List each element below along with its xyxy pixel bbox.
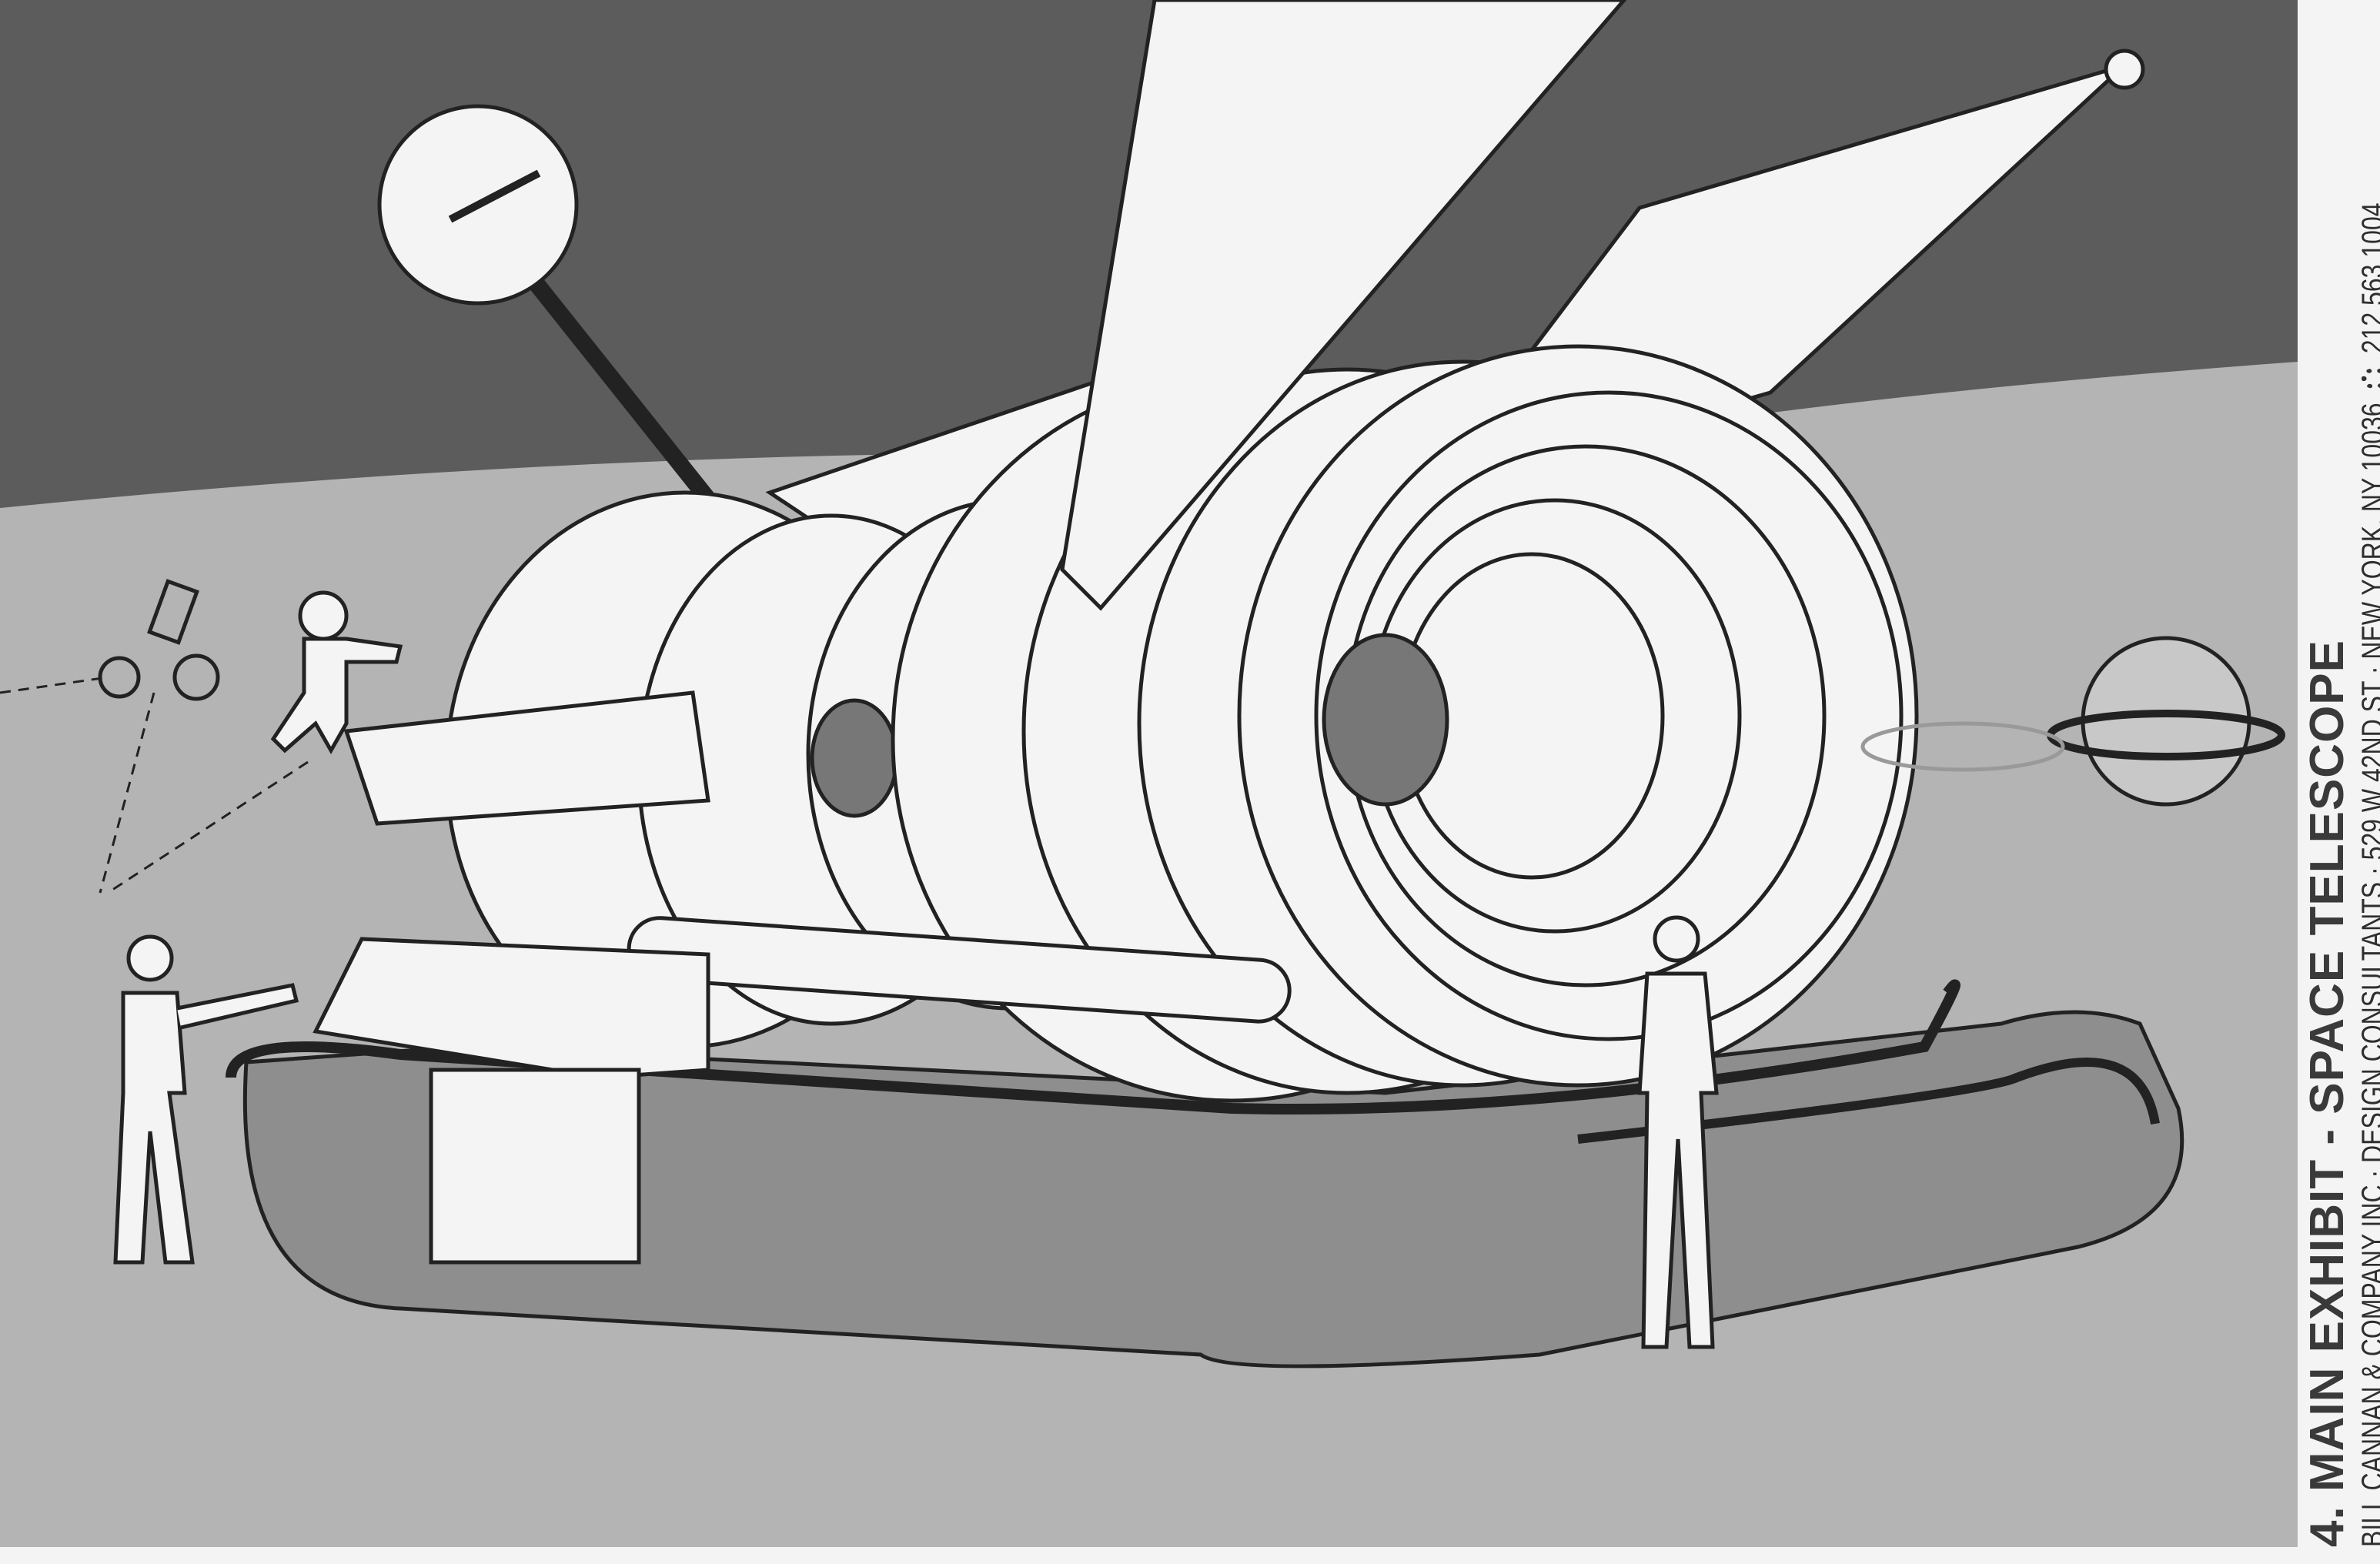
visitor-pointing bbox=[113, 934, 299, 1265]
console-pedestal bbox=[429, 1068, 641, 1265]
tube-rings bbox=[891, 344, 1919, 1103]
visitor-standing bbox=[1637, 915, 1719, 1349]
side-cylinder bbox=[627, 916, 1292, 1024]
space-telescope-drawing bbox=[0, 0, 2298, 1564]
boom-wedge bbox=[1060, 0, 1627, 611]
exhibit-title: 4. MAIN EXHIBIT - SPACE TELESCOPE bbox=[2301, 639, 2354, 1547]
company-address: BILL CANNAN & COMPANY INC · DESIGN CONSU… bbox=[2356, 403, 2380, 1547]
mirror bbox=[810, 698, 899, 818]
company-line: BILL CANNAN & COMPANY INC · DESIGN CONSU… bbox=[2355, 202, 2380, 1547]
panel-hinge bbox=[2104, 48, 2145, 90]
exhibit-caption: 4. MAIN EXHIBIT - SPACE TELESCOPE BILL C… bbox=[2301, 0, 2380, 1547]
planet bbox=[2081, 636, 2251, 807]
satellite-model bbox=[0, 579, 309, 894]
astronaut bbox=[270, 590, 403, 755]
faint-planet-ring bbox=[1860, 721, 2065, 772]
platform-rail bbox=[226, 979, 1960, 1115]
display-console-upper bbox=[343, 690, 710, 826]
phone-number: 212 563 1004 bbox=[2356, 202, 2380, 354]
antenna-feed bbox=[448, 169, 541, 223]
platform-rail-right bbox=[1577, 1058, 2160, 1144]
telephone-dial-icon bbox=[2362, 367, 2380, 389]
paper-bottom bbox=[0, 1547, 2298, 1564]
